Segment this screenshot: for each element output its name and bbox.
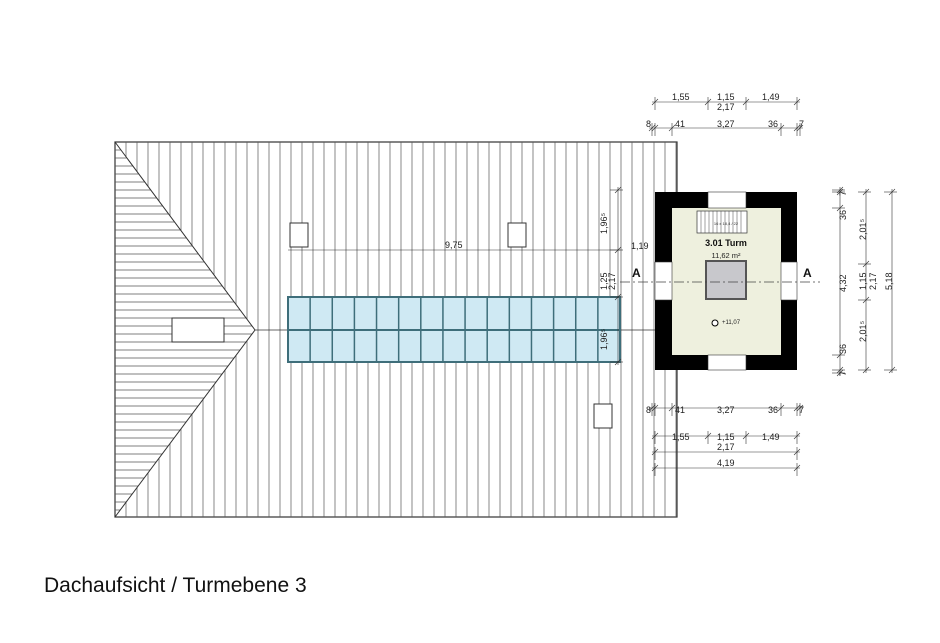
dim: 3,27 [717,405,735,415]
room-name: 3.01 Turm [705,238,747,248]
dim: 1,96⁵ [599,212,609,234]
dim: 1,49 [762,432,780,442]
tower: 16 x 18,4 / 22 3.01 Turm 11,62 m² +11,07… [620,191,820,371]
section-marker-right: A [803,266,812,280]
dim: 7 [838,191,848,196]
dim: 5,18 [884,272,894,290]
dim: 2,17 [717,102,735,112]
dim-roof-length: 9,75 [445,240,463,250]
dim: 41 [675,119,685,129]
dim: 2,17 [868,272,878,290]
stair [696,210,748,234]
dim: 2,17 [607,272,617,290]
dim: 3,27 [717,119,735,129]
dim: 36 [838,344,848,354]
dim: 1,55 [672,432,690,442]
dim: 2,17 [717,442,735,452]
window [707,354,747,371]
stair-label: 16 x 18,4 / 22 [714,221,739,226]
dim: 4,19 [717,458,735,468]
dim: 7 [799,119,804,129]
roof: 9,75 1,19 1,96⁵ 1,25 2,17 1,96⁵ [114,141,678,518]
section-marker-left: A [632,266,641,280]
dim: 2,01⁵ [858,218,868,240]
dim: 1,49 [762,92,780,102]
skylight-band [287,296,621,363]
roof-vent [507,222,527,248]
dim: 36 [768,405,778,415]
stair-opening [705,260,747,300]
dimension-texts: 1,55 1,15 1,49 2,17 8 41 3,27 36 7 8 41 … [646,92,894,468]
roof-vent [593,403,613,429]
dim: 8 [646,119,651,129]
dim: 7 [799,405,804,415]
dim: 1,19 [631,241,649,251]
roof-hatch [171,317,225,343]
room-area: 11,62 m² [711,251,741,260]
dim: 1,15 [717,432,735,442]
dim: 1,25 [599,272,609,290]
window [654,261,673,301]
dim: 41 [675,405,685,415]
window [707,191,747,209]
dimension-lines [610,97,897,476]
dim: 1,15 [717,92,735,102]
window [780,261,798,301]
dim: 7 [838,371,848,376]
dim: 1,15 [858,272,868,290]
dim: 1,96⁵ [599,328,609,350]
level-marker-icon [711,319,719,327]
dim: 1,55 [672,92,690,102]
dim: 36 [838,210,848,220]
dim: 8 [646,405,651,415]
dim: 4,32 [838,274,848,292]
dim: 36 [768,119,778,129]
level-value: +11,07 [722,320,741,326]
roof-vent [289,222,309,248]
dim: 2,01⁵ [858,320,868,342]
drawing-caption: Dachaufsicht / Turmebene 3 [44,574,307,597]
